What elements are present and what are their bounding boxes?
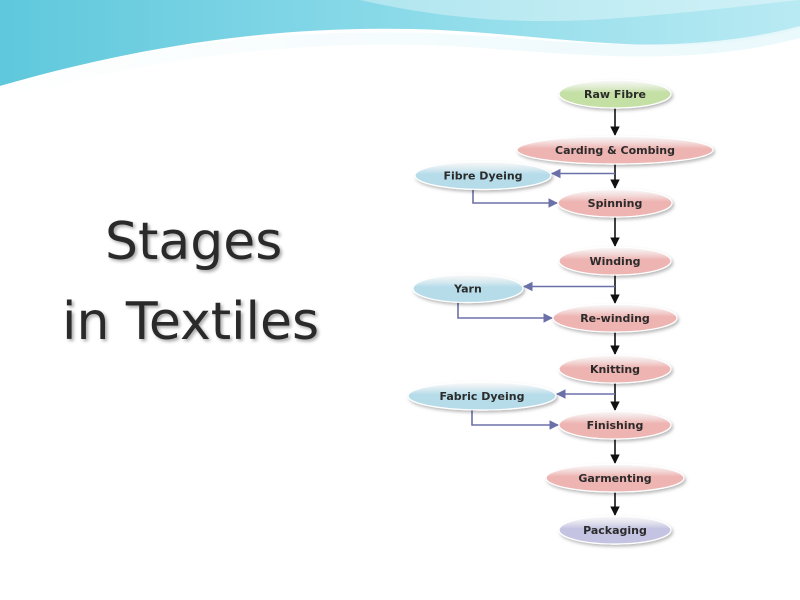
stage-node-garmenting-shape [545,463,685,493]
side-node-fibre-dyeing: Fibre Dyeing [414,160,552,191]
stage-node-packaging-label: Packaging [583,524,647,537]
stage-node-raw-fibre: Raw Fibre [558,79,672,109]
stage-node-carding-combing: Carding & Combing [516,135,714,165]
stage-node-spinning: Spinning [557,188,673,218]
side-node-fabric-dyeing-shape [407,381,557,411]
side-arrow-out-2 [457,302,553,323]
stage-node-winding-label: Winding [589,255,640,268]
stage-node-finishing-label: Finishing [587,419,644,432]
stage-node-knitting: Knitting [558,354,672,384]
stage-node-re-winding-shape [552,303,678,333]
stage-node-re-winding: Re-winding [552,303,678,333]
side-arrow-out-3 [471,410,559,430]
side-node-fibre-dyeing-shape [414,160,552,191]
side-node-yarn-shape [412,273,524,304]
stage-node-spinning-label: Spinning [588,197,643,210]
stage-node-garmenting: Garmenting [545,463,685,493]
stage-node-winding: Winding [558,246,672,276]
header-wave-decoration [0,0,800,100]
stage-node-winding-shape [558,246,672,276]
side-node-fabric-dyeing: Fabric Dyeing [407,381,557,411]
side-node-yarn-label: Yarn [453,283,482,296]
stage-node-finishing: Finishing [558,410,672,440]
stage-node-carding-combing-shape [516,135,714,165]
stage-node-garmenting-label: Garmenting [578,472,651,485]
stage-node-packaging-shape [558,515,672,545]
side-node-yarn: Yarn [412,273,524,304]
stage-node-carding-combing-label: Carding & Combing [555,144,675,157]
slide-title-line-1: Stages [105,212,283,272]
side-node-fabric-dyeing-label: Fabric Dyeing [440,390,525,403]
stage-node-knitting-shape [558,354,672,384]
stage-node-re-winding-label: Re-winding [580,312,650,325]
side-node-fibre-dyeing-label: Fibre Dyeing [443,170,522,183]
stage-node-spinning-shape [557,188,673,218]
stage-node-knitting-label: Knitting [590,363,640,376]
slide-title-line-2: in Textiles [62,292,320,352]
stage-node-raw-fibre-label: Raw Fibre [584,88,646,101]
stage-node-finishing-shape [558,410,672,440]
side-arrow-out-1 [472,189,558,208]
stage-node-raw-fibre-shape [558,79,672,109]
stage-node-packaging: Packaging [558,515,672,545]
